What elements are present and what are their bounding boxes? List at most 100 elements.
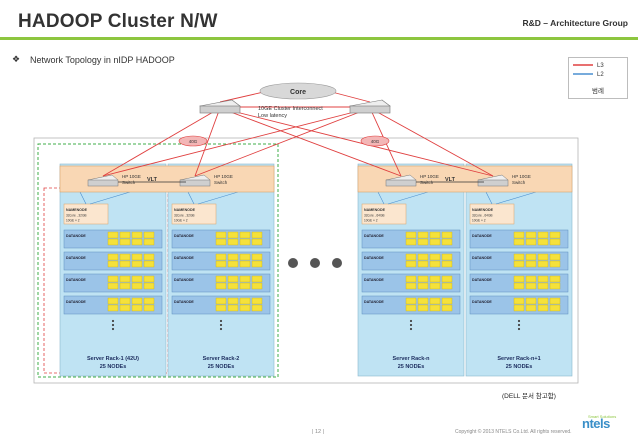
disk-icon: [227, 260, 239, 268]
disk-icon: [441, 260, 453, 268]
disk-icon: [227, 238, 239, 246]
disk-icon: [131, 297, 143, 305]
disk-icon: [131, 231, 143, 239]
disk-icon: [143, 297, 155, 305]
group-name: R&D – Architecture Group: [522, 18, 628, 28]
disk-icon: [549, 275, 561, 283]
disk-icon: [215, 253, 227, 261]
namenode-spec-2: 10GE × 2: [66, 219, 80, 223]
disk-icon: [143, 282, 155, 290]
l2-link: [79, 191, 87, 205]
switch-label: HP 10GE: [122, 174, 141, 179]
disk-icon: [537, 275, 549, 283]
disk-icon: [107, 304, 119, 312]
disk-icon: [549, 282, 561, 290]
disk-icon: [251, 282, 263, 290]
disk-icon: [537, 282, 549, 290]
disk-icon: [537, 297, 549, 305]
disk-icon: [239, 260, 251, 268]
rack-more-dot: [409, 327, 413, 331]
disk-icon: [537, 231, 549, 239]
disk-icon: [239, 282, 251, 290]
disk-icon: [107, 275, 119, 283]
switch-label: Switch: [214, 180, 228, 185]
disk-icon: [441, 253, 453, 261]
rack-more-dot: [409, 323, 413, 327]
disk-icon: [119, 304, 131, 312]
datanode-label: DATANODE: [66, 300, 86, 304]
rack-more-dot: [111, 319, 115, 323]
datanode-label: DATANODE: [364, 234, 384, 238]
disk-icon: [549, 253, 561, 261]
page-number: | 12 |: [312, 429, 325, 435]
disk-icon: [107, 238, 119, 246]
disk-icon: [525, 260, 537, 268]
disk-icon: [429, 304, 441, 312]
more-racks-dot-3: [332, 258, 342, 268]
disk-icon: [513, 282, 525, 290]
disk-icon: [131, 275, 143, 283]
disk-icon: [131, 304, 143, 312]
disk-icon: [525, 253, 537, 261]
l3-link: [219, 107, 494, 177]
legend-l3-label: L3: [597, 63, 604, 69]
disk-icon: [143, 275, 155, 283]
l2-link: [485, 191, 493, 205]
rack-more-dot: [111, 327, 115, 331]
link-40g-left-label: 40G: [189, 139, 198, 144]
disk-icon: [239, 253, 251, 261]
namenode-label: NAMENODE: [472, 208, 494, 212]
cluster-outer-frame: [33, 137, 579, 384]
l2-link: [387, 191, 429, 205]
switch-label: Switch: [420, 180, 434, 185]
disk-icon: [251, 297, 263, 305]
disk-icon: [143, 231, 155, 239]
datanode-label: DATANODE: [364, 300, 384, 304]
l3-link: [194, 107, 371, 177]
namenode-spec-1: 32core , 32GB: [66, 214, 87, 218]
disk-icon: [417, 304, 429, 312]
switch-label: HP 10GE: [512, 174, 531, 179]
disk-icon: [429, 260, 441, 268]
switch-label: Switch: [122, 180, 136, 185]
core-switch-left: [199, 99, 241, 114]
core-switch-right: [349, 99, 391, 114]
disk-icon: [417, 231, 429, 239]
datanode-label: DATANODE: [174, 300, 194, 304]
disk-icon: [513, 253, 525, 261]
disk-icon: [405, 275, 417, 283]
disk-icon: [119, 238, 131, 246]
l2-link: [197, 191, 239, 205]
rack-more-dot: [517, 323, 521, 327]
disk-icon: [405, 253, 417, 261]
datanode-label: DATANODE: [472, 234, 492, 238]
link-40g-left-oval: [178, 135, 208, 147]
disk-icon: [215, 304, 227, 312]
disk-icon: [537, 260, 549, 268]
disk-icon: [107, 282, 119, 290]
rack-more-dot: [409, 319, 413, 323]
header-divider: [0, 37, 638, 40]
datanode-label: DATANODE: [66, 278, 86, 282]
disk-icon: [429, 297, 441, 305]
disk-icon: [107, 253, 119, 261]
copyright-text: Copyright © 2013 NTELS Co.Ltd. All right…: [455, 429, 572, 435]
more-racks-dot-1: [288, 258, 298, 268]
rack-more-dot: [517, 319, 521, 323]
disk-icon: [119, 260, 131, 268]
ntels-logo: ntels: [582, 416, 610, 431]
rack-name: Server Rack-n+1: [497, 356, 540, 362]
l3-link: [102, 107, 221, 177]
disk-icon: [227, 253, 239, 261]
disk-icon: [417, 275, 429, 283]
section-subtitle: Network Topology in nIDP HADOOP: [30, 55, 175, 65]
disk-icon: [239, 275, 251, 283]
legend-graphic: L3 L2 범례: [573, 63, 604, 95]
disk-icon: [525, 297, 537, 305]
namenode-label: NAMENODE: [66, 208, 88, 212]
rack-node-count: 25 NODEs: [208, 364, 235, 370]
core-latency-label: Low latency: [258, 113, 287, 119]
disk-icon: [251, 253, 263, 261]
disk-icon: [429, 253, 441, 261]
